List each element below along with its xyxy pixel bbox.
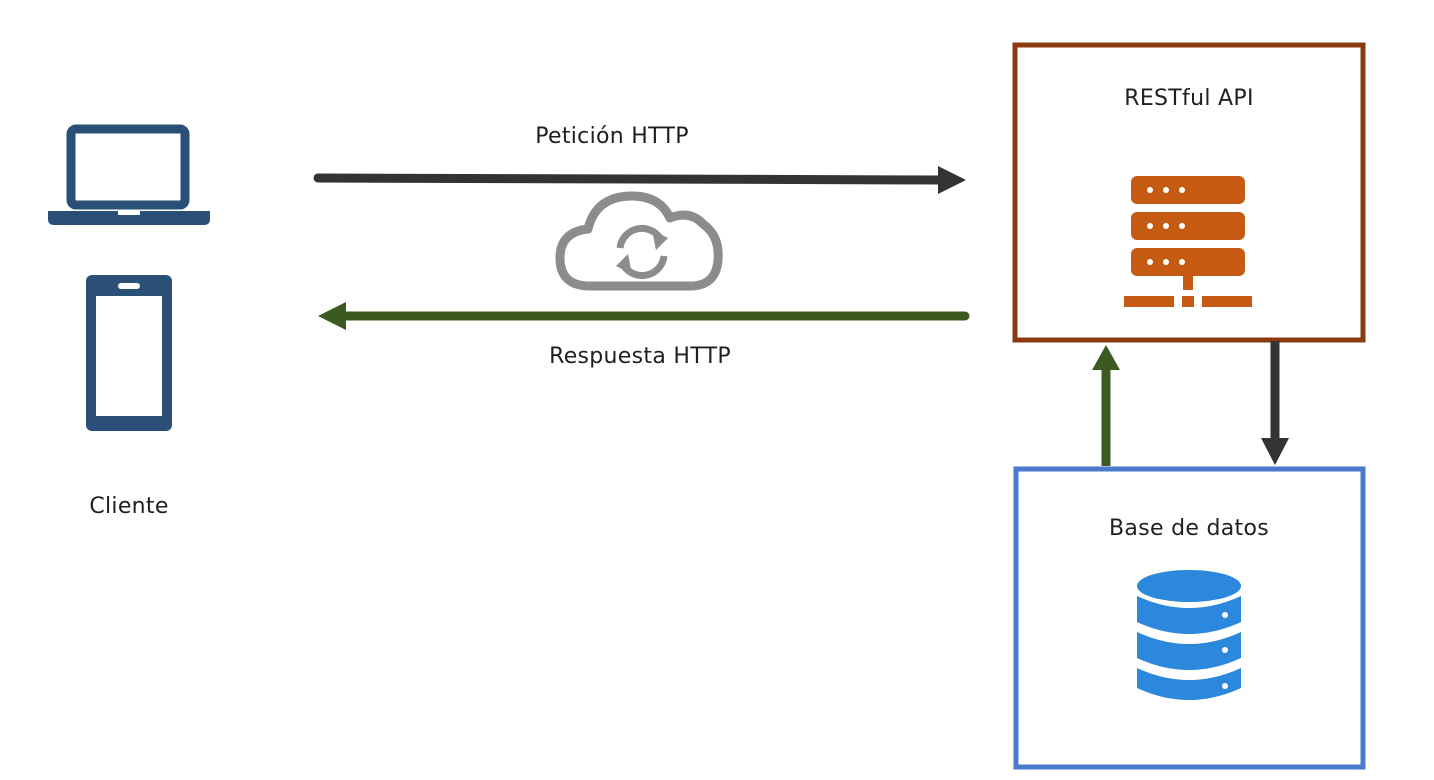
request-arrow: [313, 173, 950, 185]
request-arrowhead: [938, 166, 966, 194]
server-icon: [1124, 176, 1252, 307]
api-box: [1012, 42, 1366, 343]
api-to-db-arrowhead: [1261, 438, 1289, 465]
response-label: Respuesta HTTP: [549, 344, 731, 369]
request-label: Petición HTTP: [535, 124, 689, 149]
smartphone-icon: [86, 275, 172, 431]
api-label: RESTful API: [1124, 86, 1254, 111]
database-box: [1013, 466, 1366, 770]
database-icon: [1137, 570, 1241, 700]
response-arrowhead: [318, 302, 346, 330]
db-to-api-arrowhead: [1092, 345, 1120, 370]
database-label: Base de datos: [1109, 516, 1269, 541]
cloud-sync-icon: [555, 191, 723, 291]
laptop-icon: [48, 124, 210, 225]
client-label: Cliente: [89, 494, 169, 519]
